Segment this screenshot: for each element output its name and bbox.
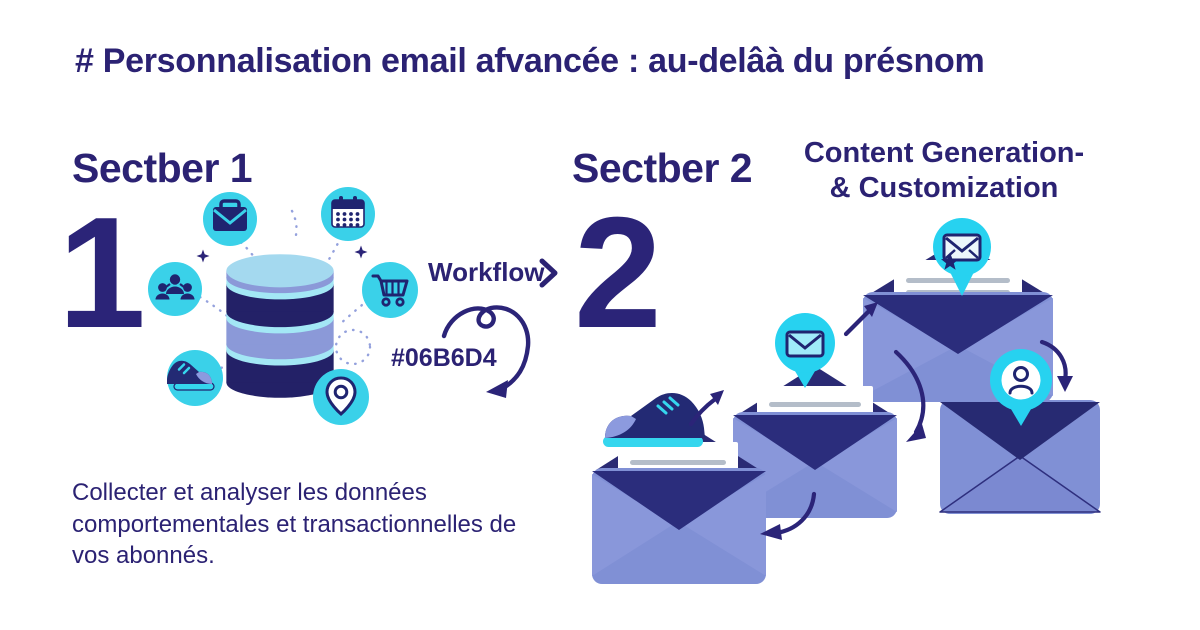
closed-envelope-icon (939, 400, 1101, 514)
sneaker-icon (167, 350, 223, 406)
mail-star-pin-icon (933, 218, 991, 296)
arrow-down-left-icon (760, 491, 817, 540)
arrow-up-right-icon (843, 302, 878, 337)
subheading-line1: Content Generation- (803, 137, 1085, 169)
section2-number: 2 (574, 185, 662, 361)
arrow-down-icon (1039, 339, 1073, 392)
section1-heading: Sectber 1 (72, 145, 253, 191)
section2-heading: Sectber 2 (572, 145, 753, 191)
shopping-cart-icon (362, 262, 418, 318)
subheading-line2: & Customization (829, 172, 1059, 205)
section1-number: 1 (58, 185, 146, 361)
workflow-label: Workflow (428, 257, 545, 287)
sneaker-icon (603, 392, 705, 447)
database-icon (226, 254, 334, 398)
person-pin-icon (990, 349, 1052, 426)
mail-pin-icon (775, 313, 835, 388)
section1-description: Collecter et analyser les données compor… (72, 479, 517, 570)
calendar-icon (321, 187, 375, 241)
arrow-down-left-icon (893, 349, 926, 442)
chevron-right-icon (539, 258, 558, 288)
page-title: # Personnalisation email afvancée : au-d… (75, 42, 985, 80)
loop-arrow-icon (441, 305, 531, 398)
briefcase-icon (203, 192, 257, 246)
people-icon (148, 262, 202, 316)
hex-code-label: #06B6D4 (391, 344, 497, 372)
arrow-up-right-icon (688, 390, 724, 427)
location-pin-icon (313, 369, 369, 425)
sparkle-icon (196, 245, 368, 263)
section2-subheading: Content Generation- & Customization (783, 136, 1105, 207)
open-envelope-icon (592, 418, 766, 584)
